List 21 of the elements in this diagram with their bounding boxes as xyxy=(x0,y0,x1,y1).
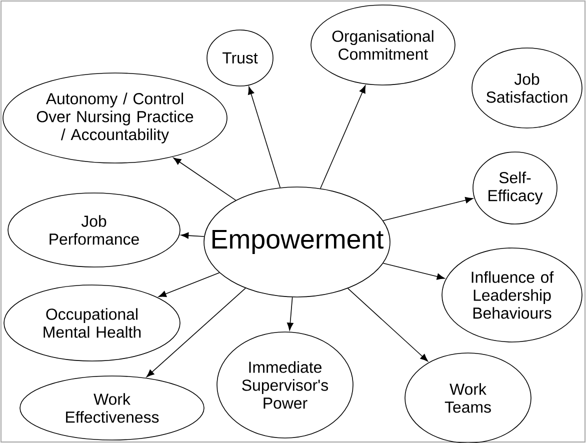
ellipse-node: Autonomy / Control Over Nursing Practice / Accountability xyxy=(2,72,228,164)
ellipse-node: Job Satisfaction xyxy=(472,48,582,128)
arrow xyxy=(146,288,246,378)
ellipse-node: Trust xyxy=(206,30,274,86)
arrow xyxy=(382,262,445,280)
arrow xyxy=(173,158,236,201)
ellipse-node: Immediate Supervisor's Power xyxy=(216,332,354,438)
ellipse-node: Job Performance xyxy=(8,192,180,268)
arrow xyxy=(320,85,366,189)
ellipse-node: Work Effectiveness xyxy=(20,376,204,440)
ellipse-node: Organisational Commitment xyxy=(310,4,456,86)
arrow xyxy=(382,197,474,222)
arrow xyxy=(158,272,220,297)
ellipse-node: Empowerment xyxy=(204,186,390,298)
ellipse-node: Influence of Leadership Behaviours xyxy=(442,248,582,342)
arrow xyxy=(248,86,281,188)
arrow xyxy=(348,288,428,362)
ellipse-node: Occupational Mental Health xyxy=(4,284,180,362)
ellipse-node: Self-Efficacy xyxy=(472,152,558,224)
arrow xyxy=(180,232,204,239)
arrow xyxy=(287,296,294,331)
